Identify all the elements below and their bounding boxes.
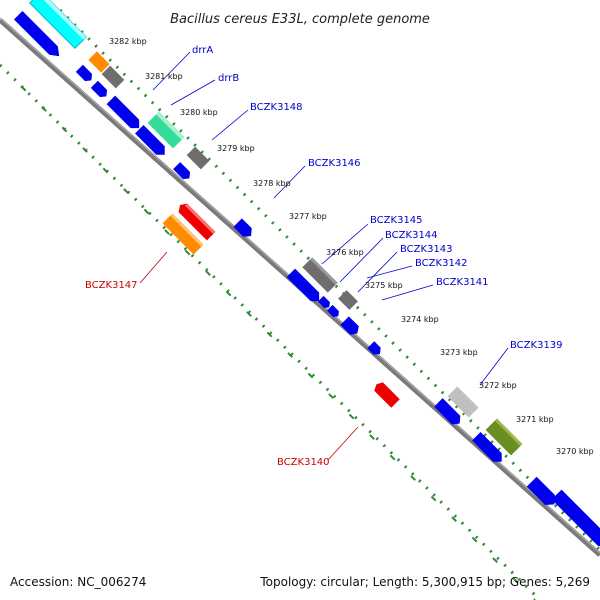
kbp-label: 3280 kbp <box>180 108 218 117</box>
gene-feature[interactable] <box>434 398 464 428</box>
kbp-label: 3274 kbp <box>401 315 439 324</box>
gene-feature[interactable] <box>173 162 193 182</box>
accession-text: Accession: NC_006274 <box>10 575 146 589</box>
gene-feature[interactable] <box>326 304 341 319</box>
gene-feature[interactable] <box>88 51 110 73</box>
gene-feature[interactable] <box>367 341 383 357</box>
gene-label-BCZK3144[interactable]: BCZK3144 <box>385 230 438 241</box>
gene-feature[interactable] <box>338 290 358 310</box>
gene-label-drrB[interactable]: drrB <box>218 73 239 84</box>
page-title: Bacillus cereus E33L, complete genome <box>170 12 430 27</box>
label-leaders <box>139 51 509 461</box>
gene-feature[interactable] <box>162 213 204 255</box>
gene-feature[interactable] <box>372 380 400 408</box>
gene-feature[interactable] <box>147 111 185 149</box>
kbp-label: 3270 kbp <box>556 447 594 456</box>
gene-feature[interactable] <box>75 64 95 84</box>
gene-label-BCZK3142[interactable]: BCZK3142 <box>415 258 468 269</box>
gene-feature[interactable] <box>90 80 110 100</box>
gene-feature[interactable] <box>233 218 255 240</box>
kbp-label: 3272 kbp <box>479 381 517 390</box>
gene-label-BCZK3139[interactable]: BCZK3139 <box>510 340 563 351</box>
kbp-label: 3271 kbp <box>516 415 554 424</box>
gene-feature[interactable] <box>485 418 523 456</box>
gene-label-drrA[interactable]: drrA <box>192 45 213 56</box>
genes <box>13 0 600 551</box>
gene-label-BCZK3148[interactable]: BCZK3148 <box>250 102 303 113</box>
gene-feature[interactable] <box>286 268 324 306</box>
kbp-scale: 3282 kbp 3281 kbp 3280 kbp 3279 kbp 3278… <box>109 37 594 456</box>
gene-label-BCZK3143[interactable]: BCZK3143 <box>400 244 453 255</box>
dotted-track-inner <box>0 63 542 600</box>
gene-feature[interactable] <box>340 316 361 337</box>
gene-feature[interactable] <box>526 476 560 510</box>
kbp-label: 3275 kbp <box>365 281 403 290</box>
gene-feature[interactable] <box>176 201 216 241</box>
kbp-label: 3277 kbp <box>289 212 327 221</box>
kbp-label: 3278 kbp <box>253 179 291 188</box>
gene-feature[interactable] <box>101 65 125 89</box>
gene-feature[interactable] <box>186 146 210 170</box>
gene-feature[interactable] <box>135 125 169 159</box>
gene-label-BCZK3145[interactable]: BCZK3145 <box>370 215 423 226</box>
gene-feature[interactable] <box>302 257 338 293</box>
kbp-label: 3279 kbp <box>217 144 255 153</box>
kbp-label: 3282 kbp <box>109 37 147 46</box>
topology-text: Topology: circular; Length: 5,300,915 bp… <box>259 575 590 589</box>
gene-labels: drrA drrB BCZK3148 BCZK3146 BCZK3145 BCZ… <box>85 45 563 468</box>
kbp-label: 3281 kbp <box>145 72 183 81</box>
gene-label-BCZK3146[interactable]: BCZK3146 <box>308 158 361 169</box>
gene-feature[interactable] <box>551 489 600 551</box>
kbp-label: 3276 kbp <box>326 248 364 257</box>
gene-feature[interactable] <box>317 295 332 310</box>
gene-label-BCZK3147[interactable]: BCZK3147 <box>85 280 138 291</box>
gene-feature[interactable] <box>472 432 506 466</box>
gene-label-BCZK3140[interactable]: BCZK3140 <box>277 457 330 468</box>
gene-feature[interactable] <box>29 0 87 49</box>
kbp-label: 3273 kbp <box>440 348 478 357</box>
gene-feature[interactable] <box>13 10 63 60</box>
gene-feature[interactable] <box>106 95 144 133</box>
gene-label-BCZK3141[interactable]: BCZK3141 <box>436 277 489 288</box>
gene-feature[interactable] <box>447 386 479 418</box>
